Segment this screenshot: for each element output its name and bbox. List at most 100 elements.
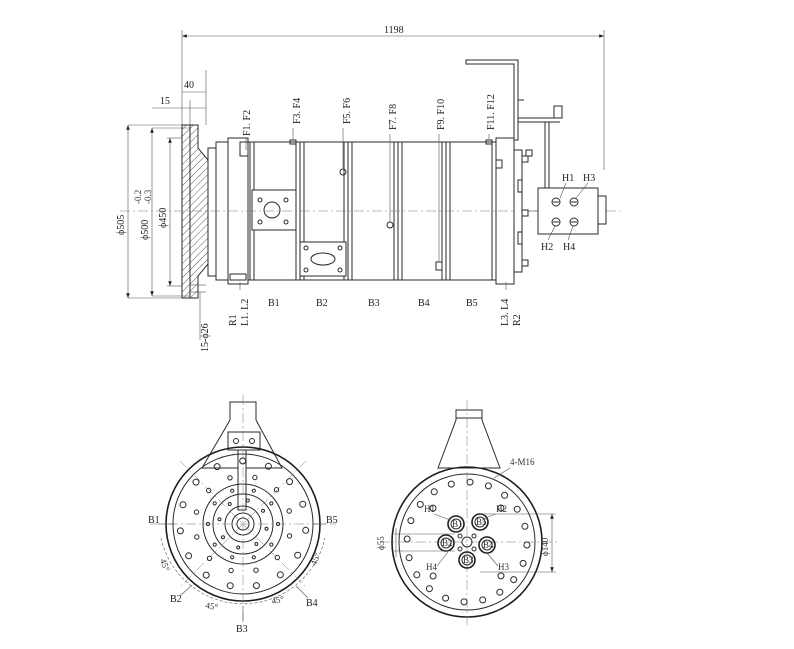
bolt-hole — [252, 582, 260, 590]
bolt-hole — [228, 567, 234, 574]
bolt-hole — [221, 535, 225, 540]
rear-circle-label-b3: B3 — [463, 555, 474, 565]
bolt-hole — [273, 487, 280, 493]
rear-view: B1 B5 B2 B4 B3 H1 H2 H4 H3 4-M16 ϕ55 ϕ14… — [376, 400, 560, 625]
bolt-hole — [405, 554, 413, 562]
bolt-hole — [496, 588, 504, 596]
bolt-hole — [179, 501, 187, 509]
bolt-hole — [510, 576, 518, 584]
bolt-hole — [523, 541, 531, 549]
fluid-port-labels: F1. F2 F3. F4 F5. F6 F7. F8 F9. F10 F11.… — [242, 94, 497, 262]
bolt-hole — [264, 462, 272, 470]
bolt-hole — [264, 526, 269, 531]
label-f1f2: F1. F2 — [242, 110, 253, 136]
bolt-hole — [413, 571, 421, 579]
bolt-hole — [261, 508, 265, 513]
bolt-hole — [403, 535, 411, 543]
bolt-hole — [460, 598, 468, 606]
bolt-hole — [294, 551, 302, 559]
bolt-hole — [521, 522, 529, 530]
side-view: 1198 40 15 ϕ505 ϕ500 -0.2 -0.3 ϕ450 15-ϕ… — [116, 25, 620, 352]
label-b5: B5 — [466, 298, 478, 309]
bolt-hole — [251, 488, 256, 493]
rear-circle-label-b5: B5 — [476, 517, 487, 527]
label-r2: R2 — [512, 314, 523, 326]
bolt-hole — [212, 501, 217, 506]
bolt-hole — [193, 509, 200, 515]
rear-port-b3 — [458, 551, 476, 569]
front-label-b5: B5 — [326, 515, 338, 526]
label-r1: R1 — [228, 314, 239, 326]
bolt-hole — [202, 571, 210, 579]
bolt-hole — [206, 555, 213, 561]
bolt-hole — [425, 585, 433, 593]
dim-dia-500-tol-upper: -0.2 — [133, 190, 143, 204]
dim-flange-thickness: 40 — [184, 80, 194, 91]
rear-label-h1: H1 — [424, 504, 435, 514]
bolt-hole — [269, 542, 274, 547]
bolt-hole — [429, 572, 437, 580]
label-h1: H1 — [562, 173, 574, 184]
bolt-hole — [519, 559, 527, 567]
label-b1: B1 — [268, 298, 280, 309]
bolt-hole — [230, 488, 235, 493]
label-f5f6: F5. F6 — [342, 98, 353, 124]
bolt-hole — [479, 596, 487, 604]
bolt-hole — [299, 500, 307, 508]
label-l3l4: L3. L4 — [500, 299, 511, 326]
label-h2: H2 — [541, 242, 553, 253]
bolt-hole — [466, 478, 474, 486]
hydraulic-manifold — [537, 187, 599, 235]
bolt-hole — [252, 474, 258, 481]
front-angle-1: 45° — [158, 557, 172, 573]
label-l1l2: L1. L2 — [240, 299, 251, 326]
bolt-hole — [286, 478, 294, 486]
label-b2: B2 — [316, 298, 328, 309]
rear-label-h3: H3 — [498, 562, 509, 572]
bracket — [465, 59, 519, 141]
front-angle-2: 45° — [205, 600, 220, 612]
bolt-hole — [286, 508, 292, 514]
bolt-hole — [205, 521, 211, 527]
dim-dia-505: ϕ505 — [116, 215, 127, 235]
label-b3: B3 — [368, 298, 380, 309]
bolt-hole — [226, 582, 234, 590]
bolt-hole — [251, 555, 256, 560]
port-block-b1 — [251, 189, 297, 231]
label-f11f12: F11. F12 — [486, 94, 497, 130]
bolt-hole — [269, 501, 274, 506]
bolt-hole — [275, 521, 281, 527]
rear-label-h4: H4 — [426, 562, 437, 572]
bolt-hole — [513, 505, 521, 513]
label-h4: H4 — [563, 242, 575, 253]
bolt-hole — [239, 457, 247, 465]
rear-tapped-holes: 4-M16 — [510, 457, 535, 467]
port-block-b2 — [299, 241, 347, 277]
bolt-hole — [230, 555, 235, 560]
bolt-hole — [276, 571, 284, 579]
rear-label-h2: H2 — [496, 504, 507, 514]
bolt-hole — [213, 463, 221, 471]
front-angle-4: 45° — [308, 551, 322, 567]
bolt-hole — [236, 545, 241, 550]
bolt-hole — [274, 554, 280, 561]
rear-port-b1 — [447, 515, 465, 533]
front-label-b3: B3 — [236, 624, 248, 635]
bolt-hole — [217, 517, 222, 522]
bolt-hole — [442, 594, 450, 602]
bolt-hole — [253, 567, 259, 573]
rear-circle-label-b2: B2 — [442, 538, 453, 548]
bolt-hole — [447, 480, 455, 488]
bolt-hole — [206, 487, 212, 494]
mounting-flange — [181, 124, 209, 299]
rear-circle-label-b4: B4 — [483, 540, 494, 550]
bolt-hole — [176, 527, 184, 535]
rear-circle-label-b1: B1 — [452, 519, 463, 529]
bolt-hole — [212, 542, 217, 547]
front-label-b4: B4 — [306, 598, 318, 609]
bolt-hole — [194, 534, 200, 540]
label-h3: H3 — [583, 173, 595, 184]
rear-dim-dia-55: ϕ55 — [376, 536, 386, 550]
bolt-hole — [254, 542, 259, 546]
